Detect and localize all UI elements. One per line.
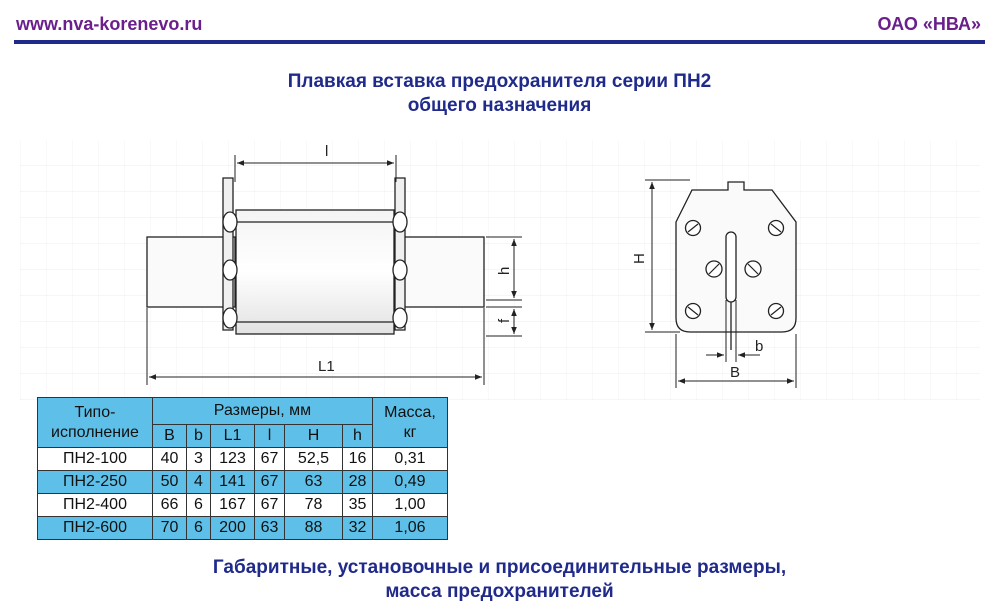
cell-L1: 141 xyxy=(210,470,255,494)
cell-H: 78 xyxy=(284,493,343,517)
sizes-header: Размеры, мм xyxy=(152,397,373,425)
page-title-line-2: общего назначения xyxy=(407,95,592,116)
cell-mass: 0,49 xyxy=(372,470,448,494)
cell-h: 16 xyxy=(342,447,373,471)
cell-B: 50 xyxy=(152,470,187,494)
dimension-h-f xyxy=(486,236,522,337)
dimension-L1 xyxy=(146,308,485,385)
label-f: f xyxy=(496,318,513,323)
cell-L1: 200 xyxy=(210,516,255,540)
label-L1: L1 xyxy=(318,358,335,375)
col-B: B xyxy=(152,424,187,448)
cell-h: 32 xyxy=(342,516,373,540)
label-b: b xyxy=(755,338,763,355)
cell-mass: 0,31 xyxy=(372,447,448,471)
mass-header: Масса, кг xyxy=(372,397,448,448)
label-H: H xyxy=(631,253,648,264)
cell-h: 28 xyxy=(342,470,373,494)
fuse-body xyxy=(235,209,395,335)
cell-l: 67 xyxy=(254,447,285,471)
col-L1: L1 xyxy=(210,424,255,448)
col-H: H xyxy=(284,424,343,448)
cell-l: 63 xyxy=(254,516,285,540)
header-divider xyxy=(14,40,985,44)
left-contact-blade xyxy=(146,236,236,308)
type-header: Типо- исполнение xyxy=(37,397,153,448)
col-l: l xyxy=(254,424,285,448)
label-l: l xyxy=(325,143,328,160)
dimension-b xyxy=(706,300,760,362)
company-name: ОАО «НВА» xyxy=(877,14,981,34)
table-header-row: Типо- исполнение Размеры, мм Масса, кг xyxy=(37,397,448,448)
cell-mass: 1,06 xyxy=(372,516,448,540)
right-contact-blade xyxy=(397,236,485,308)
page-title: Плавкая вставка предохранителя серии ПН2… xyxy=(0,70,999,118)
cell-B: 40 xyxy=(152,447,187,471)
cell-H: 52,5 xyxy=(284,447,343,471)
cell-b: 6 xyxy=(186,493,211,517)
bottom-caption: Габаритные, установочные и присоединител… xyxy=(0,556,999,604)
dimension-l xyxy=(234,155,397,182)
table-row: ПН2-250 50 4 141 67 63 28 0,49 xyxy=(37,470,448,494)
cell-mass: 1,00 xyxy=(372,493,448,517)
table-row: ПН2-100 40 3 123 67 52,5 16 0,31 xyxy=(37,447,448,471)
cell-H: 63 xyxy=(284,470,343,494)
cell-h: 35 xyxy=(342,493,373,517)
cell-l: 67 xyxy=(254,493,285,517)
cell-type: ПН2-100 xyxy=(37,447,153,471)
cell-type: ПН2-600 xyxy=(37,516,153,540)
cell-b: 3 xyxy=(186,447,211,471)
cell-l: 67 xyxy=(254,470,285,494)
dimension-B xyxy=(675,334,797,388)
cell-L1: 167 xyxy=(210,493,255,517)
cell-b: 6 xyxy=(186,516,211,540)
fuse-side-view xyxy=(146,177,485,335)
cell-L1: 123 xyxy=(210,447,255,471)
cell-B: 66 xyxy=(152,493,187,517)
website-url: www.nva-korenevo.ru xyxy=(16,14,203,34)
cell-B: 70 xyxy=(152,516,187,540)
cell-b: 4 xyxy=(186,470,211,494)
table-subheader-row: B b L1 l H h xyxy=(38,424,448,448)
fuse-spec-table: Типо- исполнение Размеры, мм Масса, кг B… xyxy=(37,397,448,540)
label-h: h xyxy=(496,267,513,275)
fuse-end-view xyxy=(675,181,797,350)
caption-line-1: Габаритные, установочные и присоединител… xyxy=(212,557,787,578)
col-h: h xyxy=(342,424,373,448)
dimension-H xyxy=(645,179,690,333)
label-B: B xyxy=(730,364,740,381)
table-row: ПН2-600 70 6 200 63 88 32 1,06 xyxy=(37,516,448,540)
page-title-line-1: Плавкая вставка предохранителя серии ПН2 xyxy=(287,71,712,92)
cell-type: ПН2-400 xyxy=(37,493,153,517)
col-b: b xyxy=(186,424,211,448)
cell-type: ПН2-250 xyxy=(37,470,153,494)
cell-H: 88 xyxy=(284,516,343,540)
caption-line-2: масса предохранителей xyxy=(385,581,614,602)
table-row: ПН2-400 66 6 167 67 78 35 1,00 xyxy=(37,493,448,517)
